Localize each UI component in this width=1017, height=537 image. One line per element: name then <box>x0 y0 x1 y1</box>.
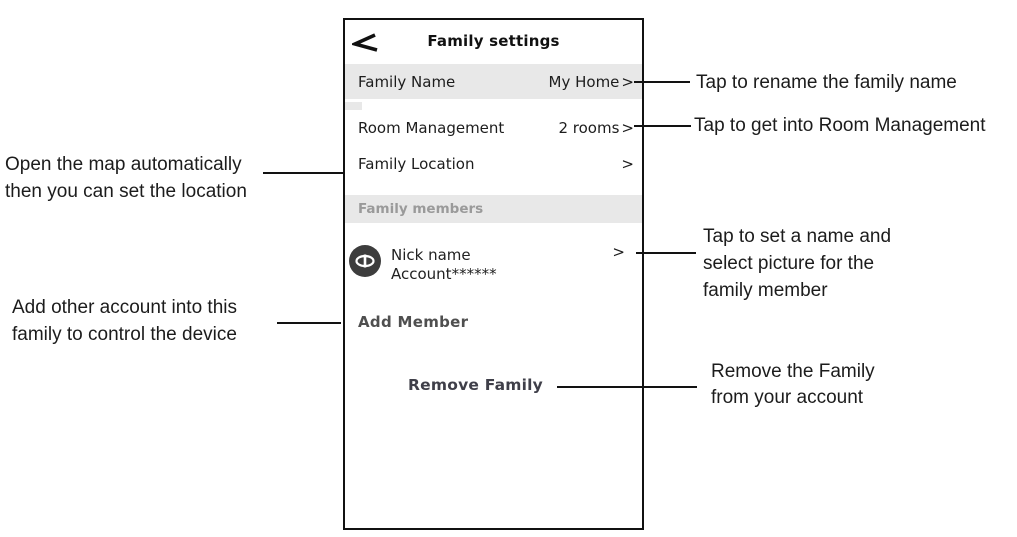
chevron-right-icon: > <box>621 72 634 91</box>
family-settings-screen: Family settings Family Name My Home> Roo… <box>343 18 644 530</box>
member-account: Account****** <box>391 265 497 283</box>
room-management-label: Room Management <box>358 118 505 137</box>
remove-family-button[interactable]: Remove Family <box>408 376 543 394</box>
family-location-label: Family Location <box>358 155 475 173</box>
screen-header: Family settings <box>345 20 642 64</box>
annotation-remove-family: Remove the Family from your account <box>711 359 875 411</box>
family-name-label: Family Name <box>358 72 456 91</box>
annotation-line-text: from your account <box>711 387 864 408</box>
row-family-member[interactable]: Nick name Account****** > <box>345 240 642 302</box>
row-room-management[interactable]: Room Management 2 rooms> <box>345 110 642 145</box>
connector-line-family-name <box>634 81 690 83</box>
annotation-rename-family: Tap to rename the family name <box>696 69 957 96</box>
member-text: Nick name Account****** <box>391 246 497 284</box>
annotation-line-text: Open the map automatically <box>5 154 242 175</box>
member-nickname: Nick name <box>391 246 471 264</box>
add-member-button[interactable]: Add Member <box>358 313 469 331</box>
annotation-line-text: family member <box>703 280 828 301</box>
connector-line-family-location <box>263 172 343 174</box>
connector-line-remove-family <box>557 386 697 388</box>
row-family-location[interactable]: Family Location > <box>345 146 642 182</box>
member-avatar-icon <box>348 244 382 278</box>
family-name-value: My Home <box>548 72 620 91</box>
row-family-name[interactable]: Family Name My Home> <box>345 64 642 99</box>
annotation-line-text: Remove the Family <box>711 361 875 382</box>
connector-line-room-management <box>634 125 691 127</box>
section-family-members-label: Family members <box>358 201 484 217</box>
chevron-right-icon: > <box>612 243 625 261</box>
chevron-right-icon: > <box>621 155 634 173</box>
screen-title: Family settings <box>427 32 560 50</box>
chevron-right-icon: > <box>621 118 634 137</box>
annotation-line-text: Tap to rename the family name <box>696 72 957 93</box>
annotation-line-text: Tap to set a name and <box>703 226 892 247</box>
row-fragment <box>345 102 362 110</box>
connector-line-member <box>636 252 696 254</box>
annotation-add-member: Add other account into this family to co… <box>12 294 237 348</box>
annotation-line-text: Tap to get into Room Management <box>694 115 986 136</box>
annotation-line-text: family to control the device <box>12 324 237 345</box>
annotation-line-text: Add other account into this <box>12 297 237 318</box>
annotation-room-management: Tap to get into Room Management <box>694 112 986 139</box>
connector-line-add-member <box>277 322 341 324</box>
back-arrow-icon[interactable] <box>349 33 378 52</box>
annotation-member-picture: Tap to set a name and select picture for… <box>703 223 891 304</box>
section-family-members: Family members <box>345 195 642 223</box>
annotation-line-text: then you can set the location <box>5 181 247 202</box>
room-management-value: 2 rooms <box>558 118 620 137</box>
annotation-family-location: Open the map automatically then you can … <box>5 151 247 205</box>
annotation-line-text: select picture for the <box>703 253 875 274</box>
